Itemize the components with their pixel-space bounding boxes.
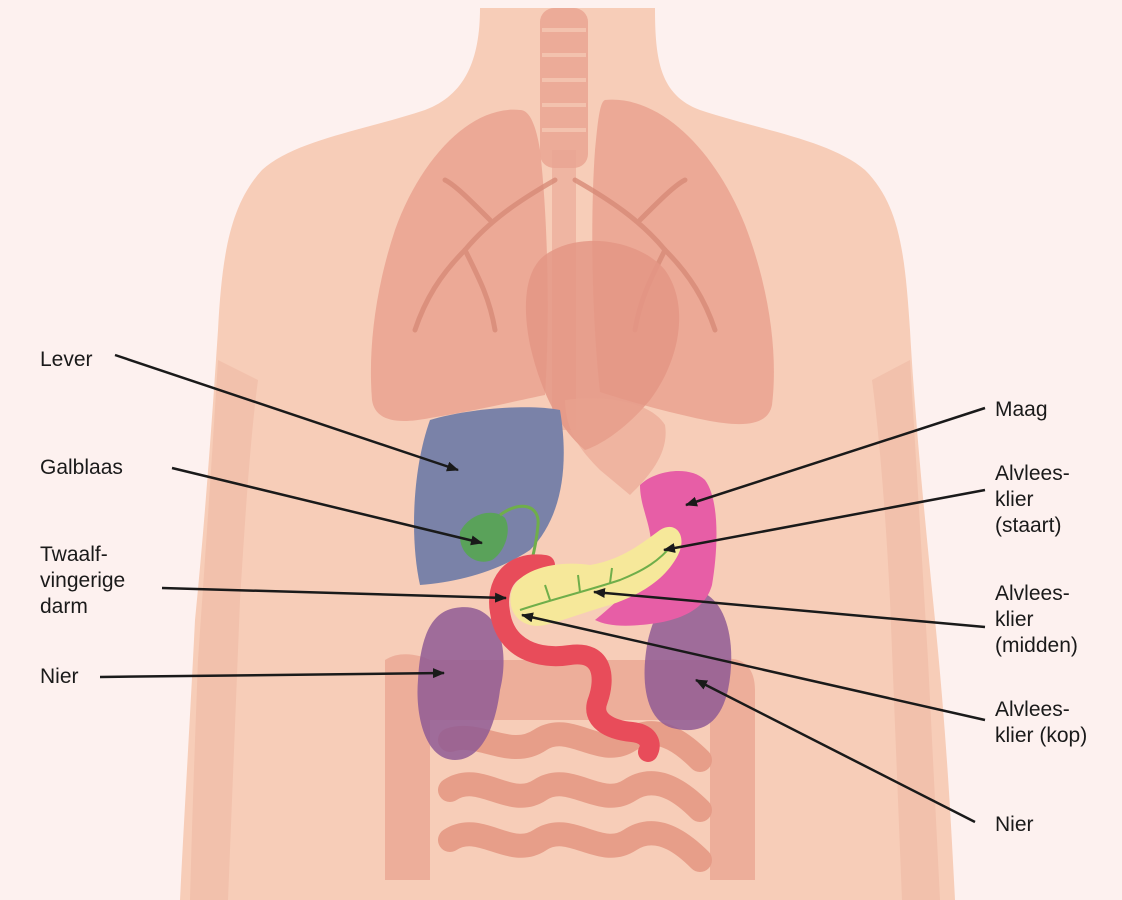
label-lever: Lever <box>40 347 93 373</box>
label-nier-left-line: Nier <box>40 664 79 690</box>
label-alvleesklier-kop-line-1: Alvlees- <box>995 697 1087 723</box>
label-alvleesklier-staart: Alvlees- klier (staart) <box>995 461 1070 539</box>
label-maag-line: Maag <box>995 397 1048 423</box>
label-nier-right-line: Nier <box>995 812 1034 838</box>
label-alvleesklier-staart-line-1: Alvlees- <box>995 461 1070 487</box>
label-nier-right: Nier <box>995 812 1034 838</box>
label-galblaas: Galblaas <box>40 455 123 481</box>
label-lever-line: Lever <box>40 347 93 373</box>
label-galblaas-line: Galblaas <box>40 455 123 481</box>
label-twaalfvingerige-darm-line-3: darm <box>40 594 125 620</box>
label-alvleesklier-kop: Alvlees- klier (kop) <box>995 697 1087 749</box>
label-alvleesklier-midden-line-3: (midden) <box>995 633 1078 659</box>
label-twaalfvingerige-darm-line-2: vingerige <box>40 568 125 594</box>
label-alvleesklier-midden-line-1: Alvlees- <box>995 581 1078 607</box>
label-twaalfvingerige-darm-line-1: Twaalf- <box>40 542 125 568</box>
label-alvleesklier-staart-line-3: (staart) <box>995 513 1070 539</box>
label-maag: Maag <box>995 397 1048 423</box>
label-alvleesklier-kop-line-2: klier (kop) <box>995 723 1087 749</box>
label-twaalfvingerige-darm: Twaalf- vingerige darm <box>40 542 125 620</box>
label-alvleesklier-staart-line-2: klier <box>995 487 1070 513</box>
label-alvleesklier-midden-line-2: klier <box>995 607 1078 633</box>
label-alvleesklier-midden: Alvlees- klier (midden) <box>995 581 1078 659</box>
label-nier-left: Nier <box>40 664 79 690</box>
